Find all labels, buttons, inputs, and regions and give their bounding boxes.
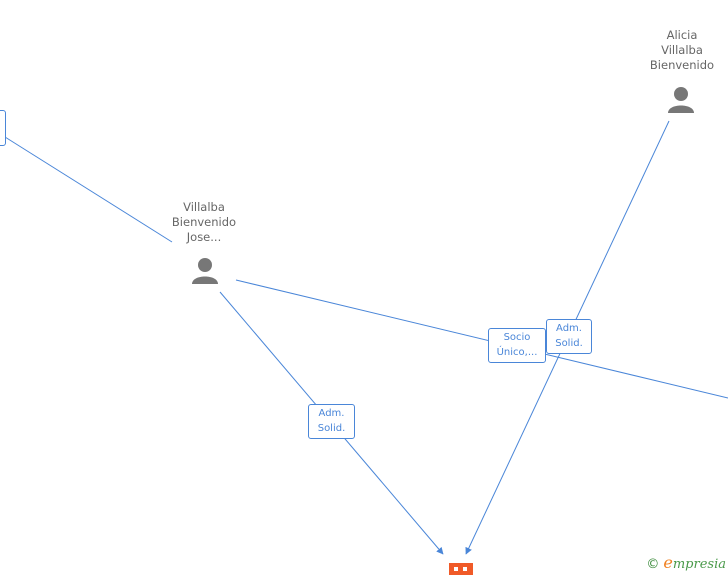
person-label-alicia[interactable]: Alicia Villalba Bienvenido — [632, 28, 728, 73]
edge-label-line: Adm. — [556, 323, 582, 334]
edge-label-line: Único,... — [496, 347, 538, 358]
copyright-symbol: © — [646, 557, 660, 572]
offscreen-node-box[interactable] — [0, 110, 6, 146]
person-icon[interactable] — [191, 256, 219, 284]
edge-label-line: Solid. — [317, 423, 346, 434]
person-label-villalba[interactable]: Villalba Bienvenido Jose... — [154, 200, 254, 245]
person-name-line: Jose... — [186, 230, 222, 244]
person-name-line: Bienvenido — [649, 58, 715, 72]
edge-villalba-to-right — [235, 279, 728, 399]
brand-initial: e — [663, 553, 673, 572]
edge-stub-to-villalba — [4, 136, 173, 243]
brand-name: mpresia — [672, 557, 726, 572]
empresia-watermark: ©empresia — [646, 553, 726, 572]
edge-label-line: Solid. — [555, 338, 583, 349]
company-icon[interactable] — [449, 563, 473, 575]
person-name-line: Villalba — [183, 200, 225, 214]
edge-label-line: Adm. — [318, 408, 345, 419]
person-name-line: Villalba — [661, 43, 703, 57]
person-name-line: Alicia — [666, 28, 698, 42]
edge-label-socio-unico[interactable]: Socio Único,... — [488, 328, 546, 363]
edge-label-line: Socio — [503, 332, 531, 343]
person-icon[interactable] — [667, 85, 695, 113]
edge-label-adm-solid[interactable]: Adm. Solid. — [308, 404, 355, 439]
edge-label-adm-solid[interactable]: Adm. Solid. — [546, 319, 592, 354]
person-name-line: Bienvenido — [171, 215, 237, 229]
